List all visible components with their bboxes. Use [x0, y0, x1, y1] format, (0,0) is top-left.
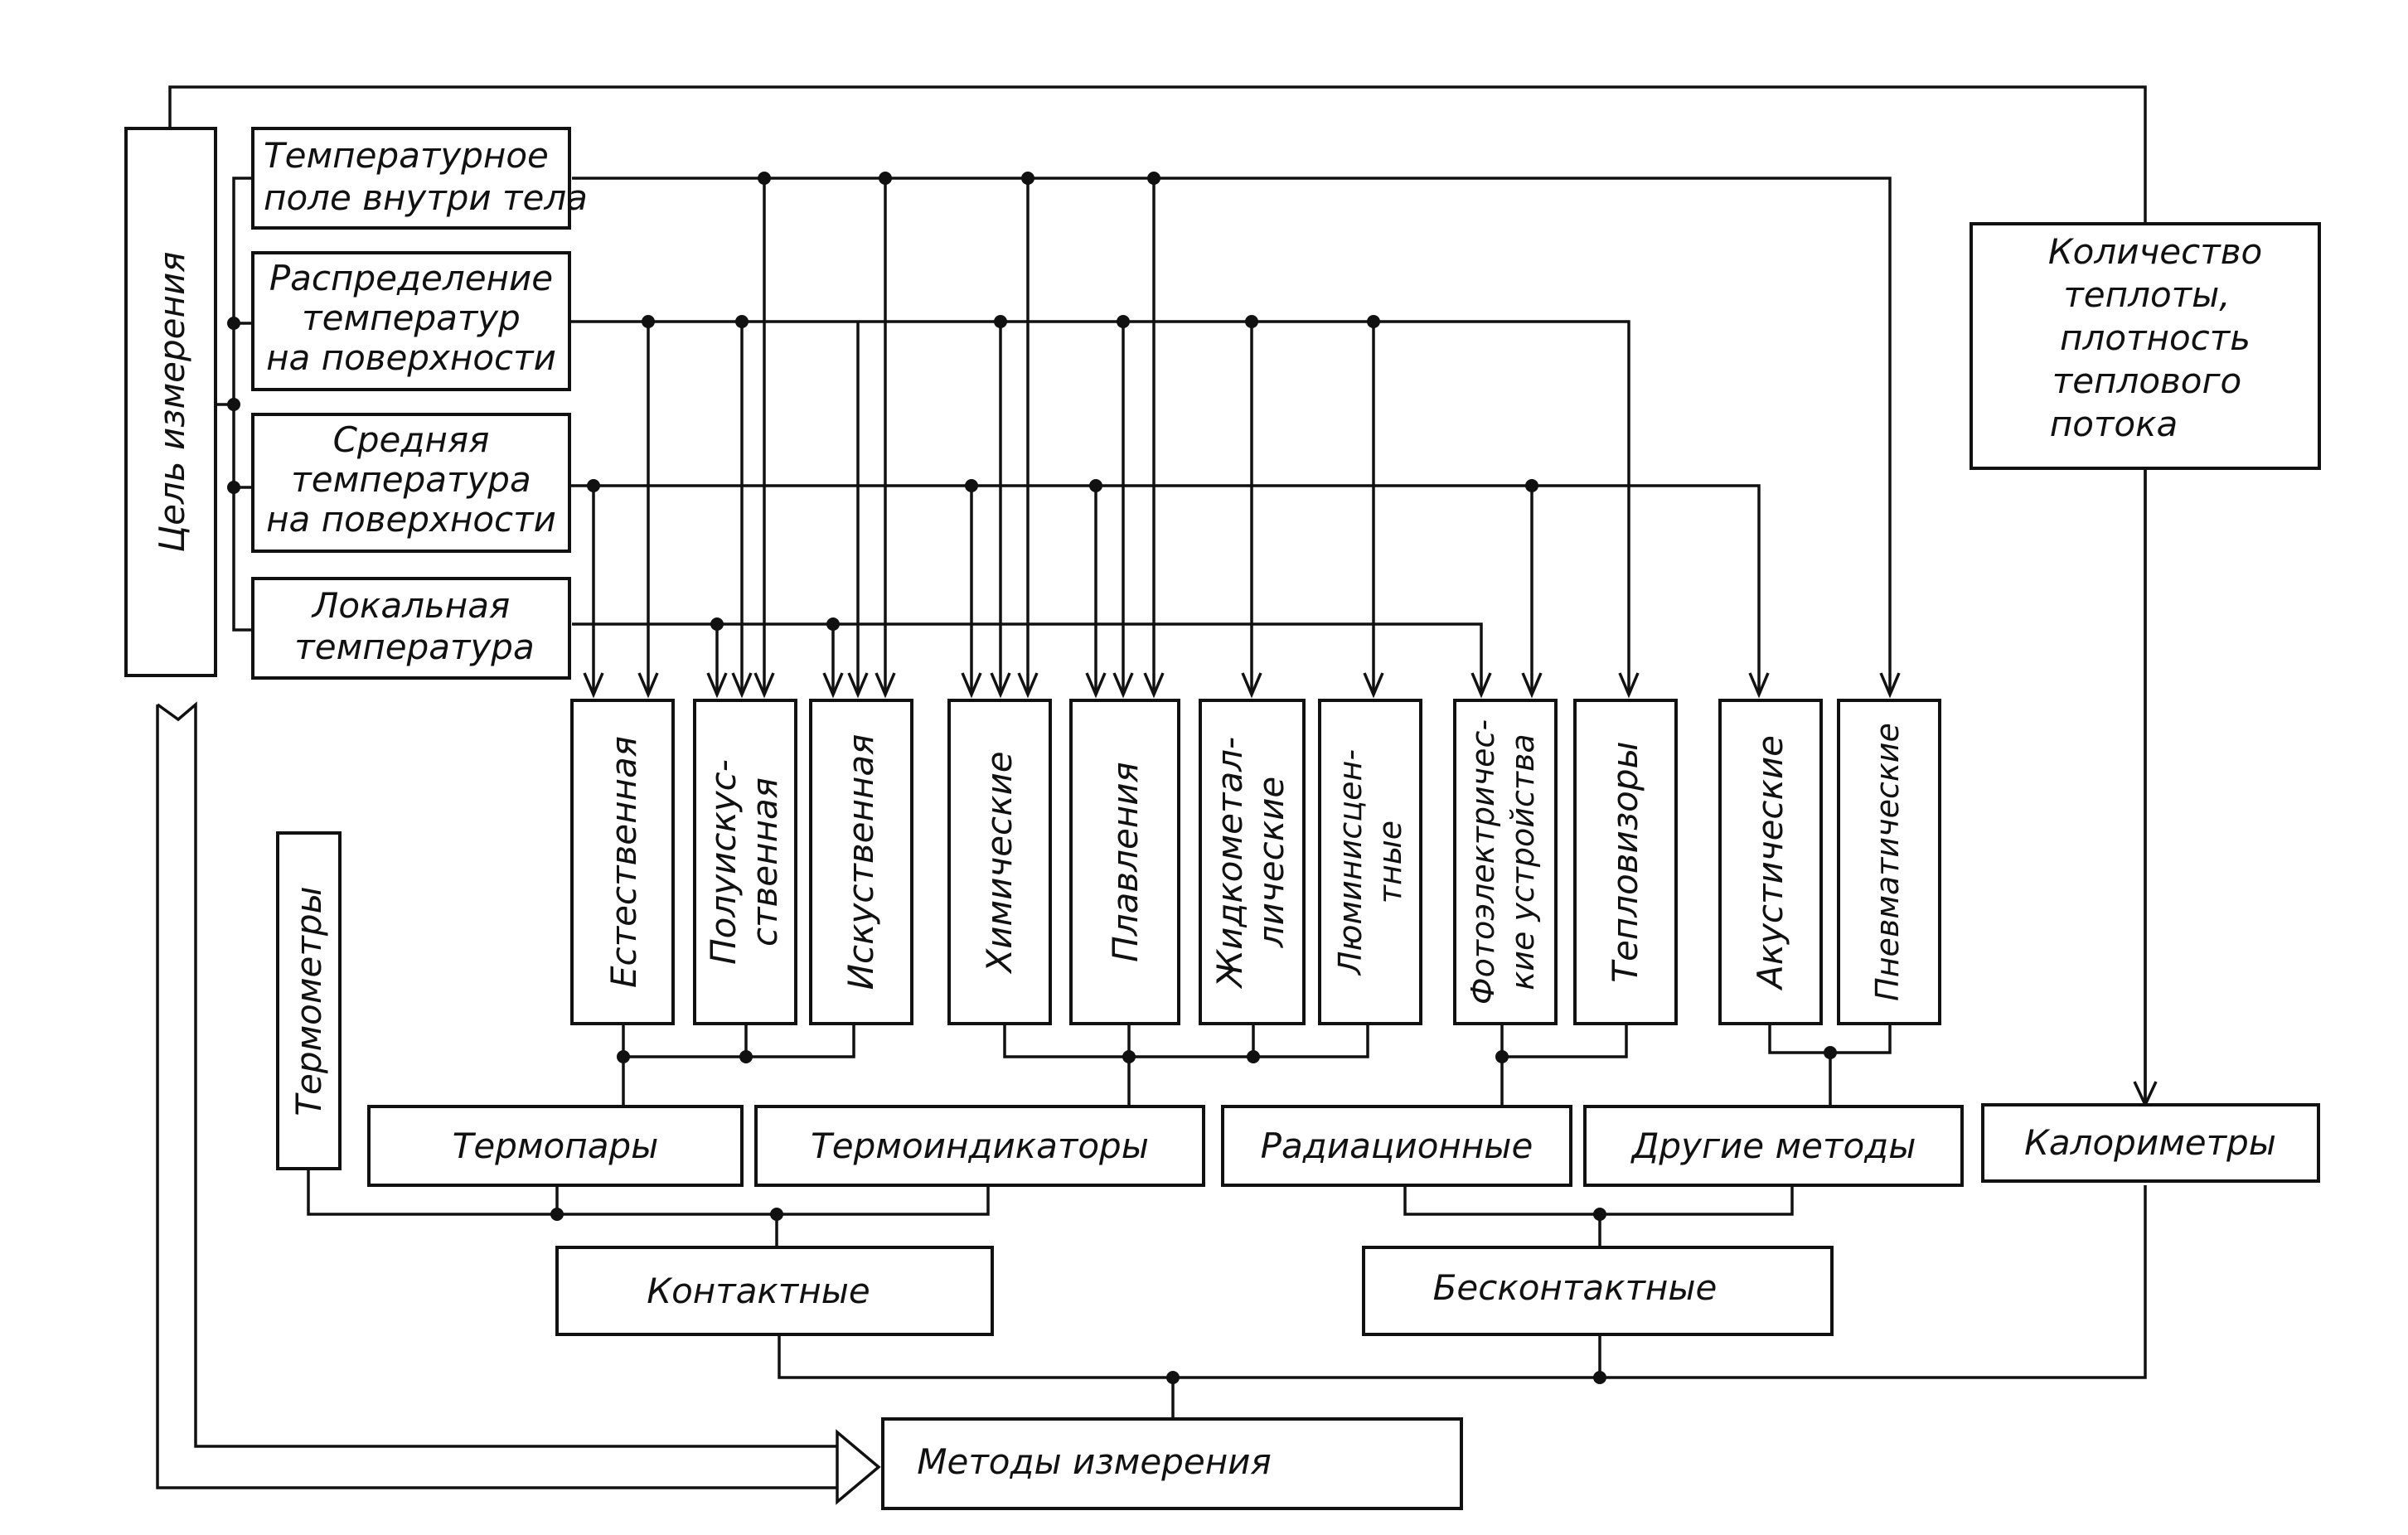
purpose-box: Цель измерения [124, 127, 217, 677]
goal-1-line-1: Температурное [264, 135, 549, 176]
heat-quantity-box: Количество теплоты, плотность теплового … [1970, 222, 2321, 470]
thermocouples-label: Термопары [453, 1126, 659, 1166]
method-2-label-1: Полуискус- [703, 759, 744, 965]
method-box-acoustic: Акустические [1718, 699, 1823, 1025]
method-box-luminescent: Люминисцен- тные [1318, 699, 1422, 1025]
method-box-liquid-metal: Жидкометал- лические [1199, 699, 1306, 1025]
thermometers-label: Термометры [288, 886, 329, 1116]
goal-4-line-1: Локальная [311, 585, 510, 626]
goal-box-local-temperature: Локальная температура [251, 577, 571, 680]
radiation-box: Радиационные [1221, 1105, 1572, 1187]
method-box-melting: Плавления [1069, 699, 1180, 1025]
other-methods-box: Другие методы [1583, 1105, 1964, 1187]
contact-box: Контактные [555, 1246, 994, 1336]
thermoindicators-box: Термоиндикаторы [754, 1105, 1205, 1187]
purpose-label: Цель измерения [152, 251, 192, 552]
goal-2-line-2: температур [302, 298, 521, 338]
method-box-photoelectric: Фотоэлектричес- кие устройства [1453, 699, 1558, 1025]
contact-label: Контактные [647, 1271, 870, 1311]
method-6-label-2: лические [1251, 777, 1291, 948]
goal-2-line-3: на поверхности [266, 337, 556, 378]
heat-line-5: потока [2050, 404, 2178, 444]
measurement-methods-label: Методы измерения [917, 1441, 1271, 1482]
other-methods-label: Другие методы [1630, 1126, 1916, 1166]
calorimeters-label: Калориметры [2024, 1122, 2276, 1163]
calorimeters-box: Калориметры [1981, 1103, 2320, 1183]
goal-3-line-2: температура [291, 459, 531, 500]
goal-2-line-1: Распределение [269, 258, 553, 298]
goal-3-line-1: Средняя [333, 419, 490, 460]
method-8-label-2: кие устройства [1504, 734, 1541, 990]
heat-line-4: теплового [2052, 361, 2242, 401]
method-box-semi-artificial: Полуискус- ственная [693, 699, 797, 1025]
goal-box-mean-surface: Средняя температура на поверхности [251, 413, 571, 553]
measurement-methods-box: Методы измерения [881, 1417, 1463, 1510]
method-7-label-2: тные [1372, 821, 1408, 903]
connection-lines [156, 85, 2158, 1505]
method-7-label-1: Люминисцен- [1332, 749, 1369, 976]
noncontact-box: Бесконтактные [1362, 1246, 1834, 1336]
method-4-label: Химические [979, 751, 1020, 974]
method-5-label: Плавления [1105, 762, 1146, 962]
method-box-artificial: Искуственная [809, 699, 913, 1025]
heat-line-2: теплоты, [2063, 274, 2230, 315]
method-box-natural: Естественная [570, 699, 675, 1025]
goal-3-line-3: на поверхности [266, 499, 556, 540]
method-3-label: Искуственная [841, 734, 881, 990]
goal-box-temperature-field: Температурное поле внутри тела [251, 127, 588, 230]
goal-box-surface-distribution: Распределение температур на поверхности [251, 251, 571, 391]
method-10-label: Акустические [1750, 735, 1790, 991]
method-2-label-2: ственная [744, 777, 785, 947]
method-11-label: Пневматические [1869, 723, 1906, 1001]
radiation-label: Радиационные [1261, 1126, 1533, 1166]
drop-arrowheads [583, 672, 1901, 699]
goal-4-line-2: температура [294, 627, 534, 667]
method-box-pneumatic: Пневматические [1837, 699, 1941, 1025]
noncontact-label: Бесконтактные [1433, 1267, 1718, 1308]
thermometers-box: Термометры [276, 831, 342, 1170]
heat-line-3: плотность [2060, 317, 2251, 358]
heat-line-1: Количество [2048, 231, 2262, 272]
method-box-thermal-imagers: Тепловизоры [1573, 699, 1678, 1025]
thermocouples-box: Термопары [367, 1105, 744, 1187]
method-box-chemical: Химические [947, 699, 1052, 1025]
goal-1-line-2: поле внутри тела [264, 177, 588, 218]
method-1-label: Естественная [603, 736, 644, 988]
thermoindicators-label: Термоиндикаторы [811, 1126, 1149, 1166]
method-9-label: Тепловизоры [1605, 741, 1645, 982]
method-8-label-1: Фотоэлектричес- [1465, 719, 1501, 1005]
method-6-label-1: Жидкометал- [1209, 737, 1250, 990]
junction-dots [227, 172, 1837, 1384]
